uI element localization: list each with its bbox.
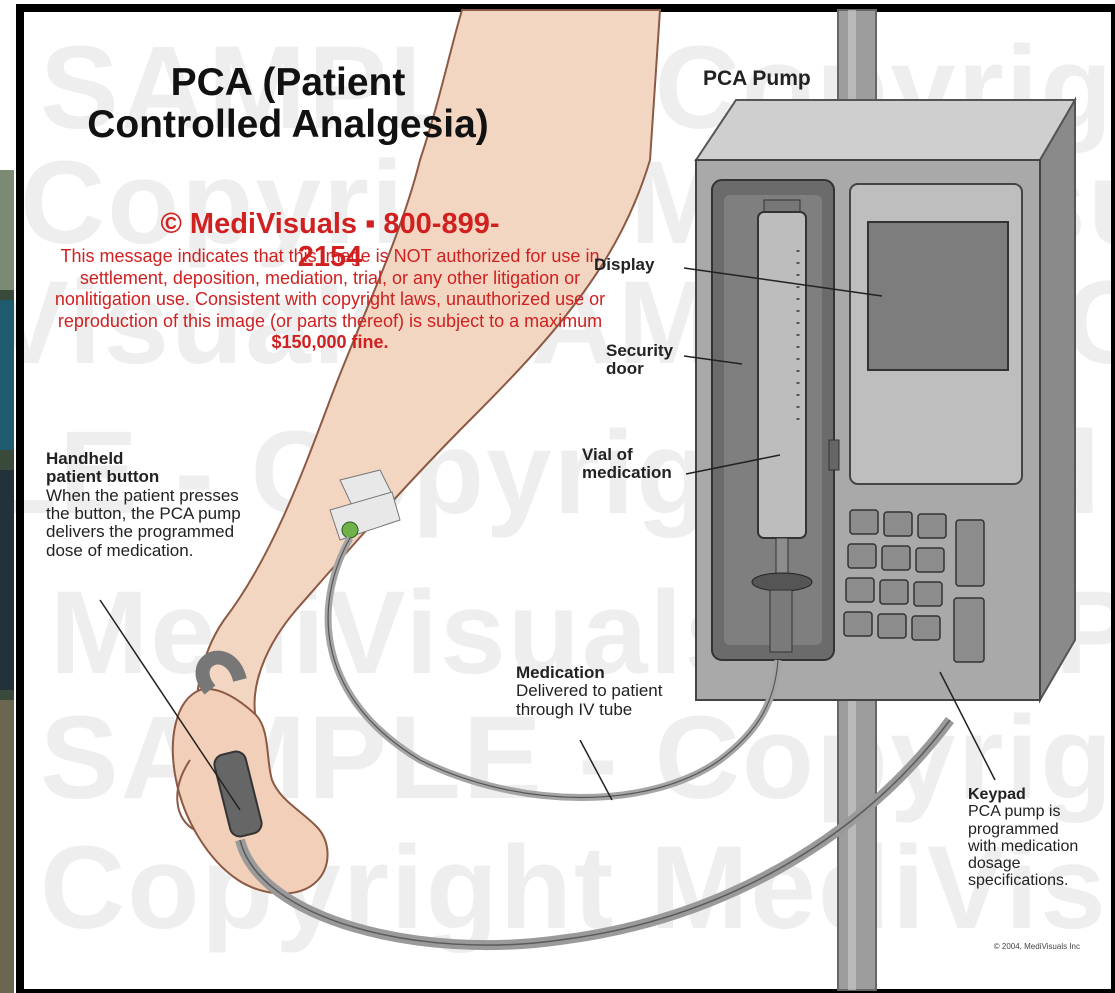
label-pca-pump: PCA Pump bbox=[703, 68, 811, 91]
label-keypad-desc-line5: specifications. bbox=[968, 872, 1078, 889]
display-screen bbox=[868, 222, 1008, 370]
copyright-footer: © 2004, MediVisuals Inc bbox=[994, 942, 1080, 951]
title-line-1: PCA (Patient bbox=[78, 62, 498, 104]
label-medication-desc-line2: through IV tube bbox=[516, 701, 662, 719]
label-medication: Medication Delivered to patient through … bbox=[516, 664, 662, 719]
label-keypad-title: Keypad bbox=[968, 786, 1078, 803]
label-medication-desc-line1: Delivered to patient bbox=[516, 682, 662, 700]
diagram-title: PCA (Patient Controlled Analgesia) bbox=[78, 62, 498, 146]
label-security-door-line1: Security bbox=[606, 342, 673, 360]
notice-fine: $150,000 fine. bbox=[271, 332, 388, 352]
label-keypad: Keypad PCA pump is programmed with medic… bbox=[968, 786, 1078, 890]
label-keypad-desc-line3: with medication bbox=[968, 838, 1078, 855]
label-vial: Vial of medication bbox=[582, 446, 672, 483]
label-keypad-desc-line2: programmed bbox=[968, 821, 1078, 838]
medication-vial bbox=[752, 200, 812, 652]
label-handheld-button: Handheld patient button When the patient… bbox=[46, 450, 241, 560]
label-handheld-desc-line2: the button, the PCA pump bbox=[46, 505, 241, 523]
label-keypad-desc-line1: PCA pump is bbox=[968, 803, 1078, 820]
label-medication-title: Medication bbox=[516, 664, 662, 682]
label-security-door: Security door bbox=[606, 342, 673, 379]
label-handheld-title-line1: Handheld bbox=[46, 450, 241, 468]
label-handheld-title-line2: patient button bbox=[46, 468, 241, 486]
label-handheld-desc-line1: When the patient presses bbox=[46, 487, 241, 505]
label-security-door-line2: door bbox=[606, 360, 673, 378]
label-handheld-desc-line4: dose of medication. bbox=[46, 542, 241, 560]
label-vial-line2: medication bbox=[582, 464, 672, 482]
label-handheld-desc-line3: delivers the programmed bbox=[46, 523, 241, 541]
notice-text: This message indicates that this image i… bbox=[55, 246, 605, 331]
label-vial-line1: Vial of bbox=[582, 446, 672, 464]
label-display: Display bbox=[594, 256, 654, 274]
title-line-2: Controlled Analgesia) bbox=[78, 104, 498, 146]
label-keypad-desc-line4: dosage bbox=[968, 855, 1078, 872]
copyright-notice-body: This message indicates that this image i… bbox=[50, 246, 610, 354]
pca-pump bbox=[696, 100, 1075, 700]
